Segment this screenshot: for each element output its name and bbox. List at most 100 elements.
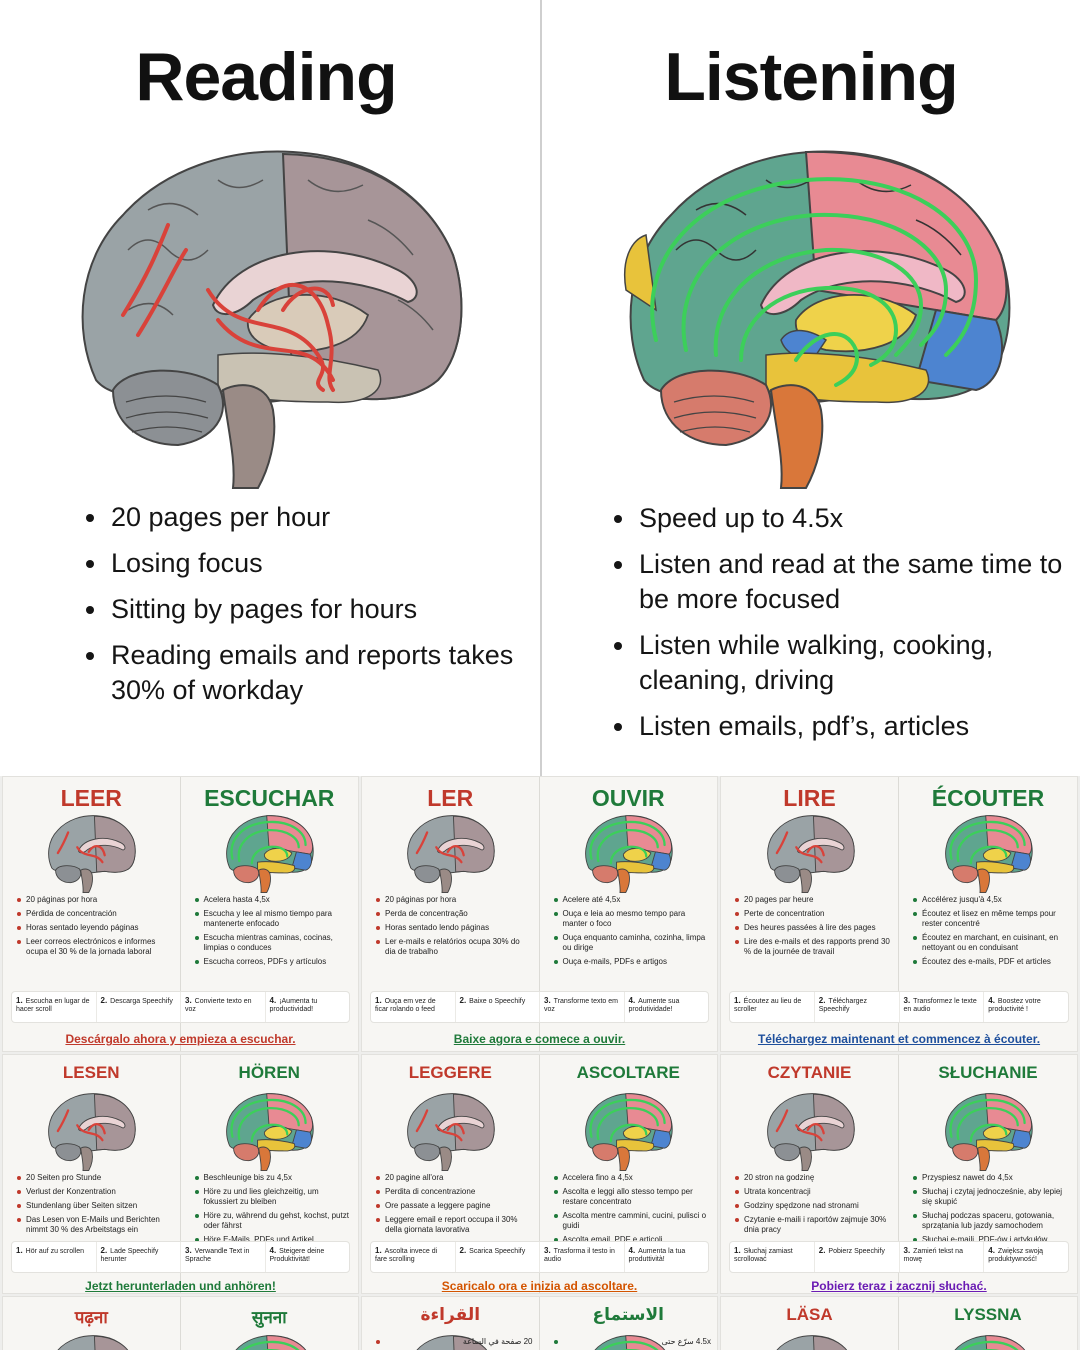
poster-listening-title: ÉCOUTER xyxy=(931,785,1045,811)
poster-step: 4.Boostez votre productivité ! xyxy=(984,992,1068,1022)
step-number: 3. xyxy=(185,996,192,1005)
brain-listening-thumbnail xyxy=(594,1335,666,1350)
list-item: Przyspiesz nawet do 4,5x xyxy=(913,1173,1071,1183)
step-text: Boostez votre productivité ! xyxy=(988,998,1041,1013)
brain-reading-thumbnail xyxy=(48,1093,136,1171)
list-item: Perte de concentration xyxy=(735,909,892,919)
list-item: Escucha y lee al mismo tiempo para mante… xyxy=(194,909,353,929)
list-item: Höre E-Mails, PDFs und Artikel xyxy=(194,1235,353,1245)
brain-reading-thumbnail xyxy=(407,815,495,893)
list-item: Listen while walking, cooking, cleaning,… xyxy=(614,628,1064,698)
poster-step: 4.Zwiększ swoją produktywność! xyxy=(984,1242,1068,1272)
poster-step: 4.Aumenta la tua produttività! xyxy=(625,1242,709,1272)
poster-step: 1.Écoutez au lieu de scroller xyxy=(730,992,815,1022)
list-item: Horas sentado leyendo páginas xyxy=(17,923,174,933)
list-item: Sitting by pages for hours xyxy=(86,592,526,627)
brain-reading-illustration xyxy=(81,150,463,489)
list-item: Czytanie e-maili i raportów zajmuje 30% … xyxy=(735,1215,892,1235)
poster-download-link[interactable]: Scaricalo ora e inizia ad ascoltare. xyxy=(441,1279,638,1293)
list-item: Höre zu, während du gehst, kochst, putzt… xyxy=(194,1211,353,1231)
comparison-section: Reading 20 pages p xyxy=(81,0,1080,776)
poster-download-link[interactable]: Descárgalo ahora y empieza a escuchar. xyxy=(65,1032,296,1046)
poster-reading-title: LEGGERE xyxy=(408,1063,492,1082)
poster-reading-title: LESEN xyxy=(62,1063,120,1082)
step-number: 3. xyxy=(185,1246,192,1255)
step-number: 4. xyxy=(628,1246,636,1255)
poster-download-link[interactable]: Baixe agora e comece a ouvir. xyxy=(453,1032,626,1046)
step-number: 3. xyxy=(903,1246,911,1255)
brain-listening-thumbnail xyxy=(235,1335,307,1350)
brain-listening-thumbnail xyxy=(954,1335,1026,1350)
brain-reading-thumbnail xyxy=(57,1335,129,1350)
step-text: Convierte texto en voz xyxy=(185,998,252,1013)
step-number: 4. xyxy=(269,996,277,1005)
list-item: 20 pagine all'ora xyxy=(376,1173,533,1183)
brain-listening-thumbnail xyxy=(945,1093,1033,1171)
list-item: 20 Seiten pro Stunde xyxy=(17,1173,174,1183)
brain-listening-thumbnail xyxy=(585,1093,673,1171)
poster-reading-half: पढ़ना xyxy=(3,1297,181,1350)
poster-step: 1.Ouça em vez de ficar rolando o feed xyxy=(371,992,456,1022)
listening-column: Listening Speed up to 4.5x Listen and re… xyxy=(542,0,1080,776)
list-item: Accélérez jusqu'à 4,5x xyxy=(913,895,1071,905)
step-text: Descarga Speechify xyxy=(110,998,173,1005)
list-item: Speed up to 4.5x xyxy=(614,501,1064,536)
list-item: Utrata koncentracji xyxy=(735,1187,892,1197)
step-text: Zwiększ swoją produktywność! xyxy=(988,1248,1044,1263)
poster-reading-title: القراءة xyxy=(420,1305,481,1324)
list-item: Ouça e leia ao mesmo tempo para manter o… xyxy=(553,909,712,929)
list-item: Listen and read at the same time to be m… xyxy=(614,547,1064,617)
poster-step: 4.Aumente sua produtividade! xyxy=(625,992,709,1022)
poster-step: 3.Convierte texto en voz xyxy=(181,992,266,1022)
list-item: Reading emails and reports takes 30% of … xyxy=(86,638,526,708)
poster-download-link[interactable]: Jetzt herunterladen und anhören! xyxy=(85,1279,276,1293)
brain-reading-thumbnail xyxy=(775,1335,847,1350)
list-item: Leer correos electrónicos e informes ocu… xyxy=(17,937,174,957)
brain-reading-thumbnail xyxy=(48,815,136,893)
poster-step: 1.Słuchaj zamiast scrollować xyxy=(730,1242,815,1272)
list-item: 20 pages per hour xyxy=(86,500,526,535)
poster-points-list: 20 صفحة في الساعة xyxy=(376,1337,533,1350)
list-item: Acelere até 4,5x xyxy=(553,895,712,905)
step-text: Baixe o Speechify xyxy=(469,998,526,1005)
poster-download-link[interactable]: Téléchargez maintenant et commencez à éc… xyxy=(757,1032,1041,1046)
list-item: Verlust der Konzentration xyxy=(17,1187,174,1197)
poster-reading-title: LÄSA xyxy=(786,1305,833,1324)
step-text: Transformez le texte en audio xyxy=(903,998,977,1013)
list-item: Słuchaj podczas spaceru, gotowania, sprz… xyxy=(913,1211,1071,1231)
poster-step: 3.Trasforma il testo in audio xyxy=(540,1242,625,1272)
list-item: Ascolta mentre cammini, cucini, pulisci … xyxy=(553,1211,712,1231)
poster-step: 2.Descarga Speechify xyxy=(97,992,181,1022)
poster-listening-half: LYSSNA xyxy=(899,1297,1077,1350)
poster-step: 3.Verwandle Text in Sprache xyxy=(181,1242,266,1272)
step-text: Trasforma il testo in audio xyxy=(544,1248,615,1263)
list-item: Ler e-mails e relatórios ocupa 30% do di… xyxy=(376,937,533,957)
poster-listening-title: OUVIR xyxy=(591,785,665,811)
poster-step: 4.¡Aumenta tu productividad! xyxy=(266,992,350,1022)
column-divider xyxy=(540,0,542,776)
list-item: Des heures passées à lire des pages xyxy=(735,923,892,933)
poster-download-link[interactable]: Pobierz teraz i zacznij słuchać. xyxy=(811,1279,987,1293)
step-number: 3. xyxy=(544,1246,551,1255)
step-text: Steigere deine Produktivität! xyxy=(269,1248,325,1263)
step-text: ¡Aumenta tu productividad! xyxy=(269,998,318,1013)
